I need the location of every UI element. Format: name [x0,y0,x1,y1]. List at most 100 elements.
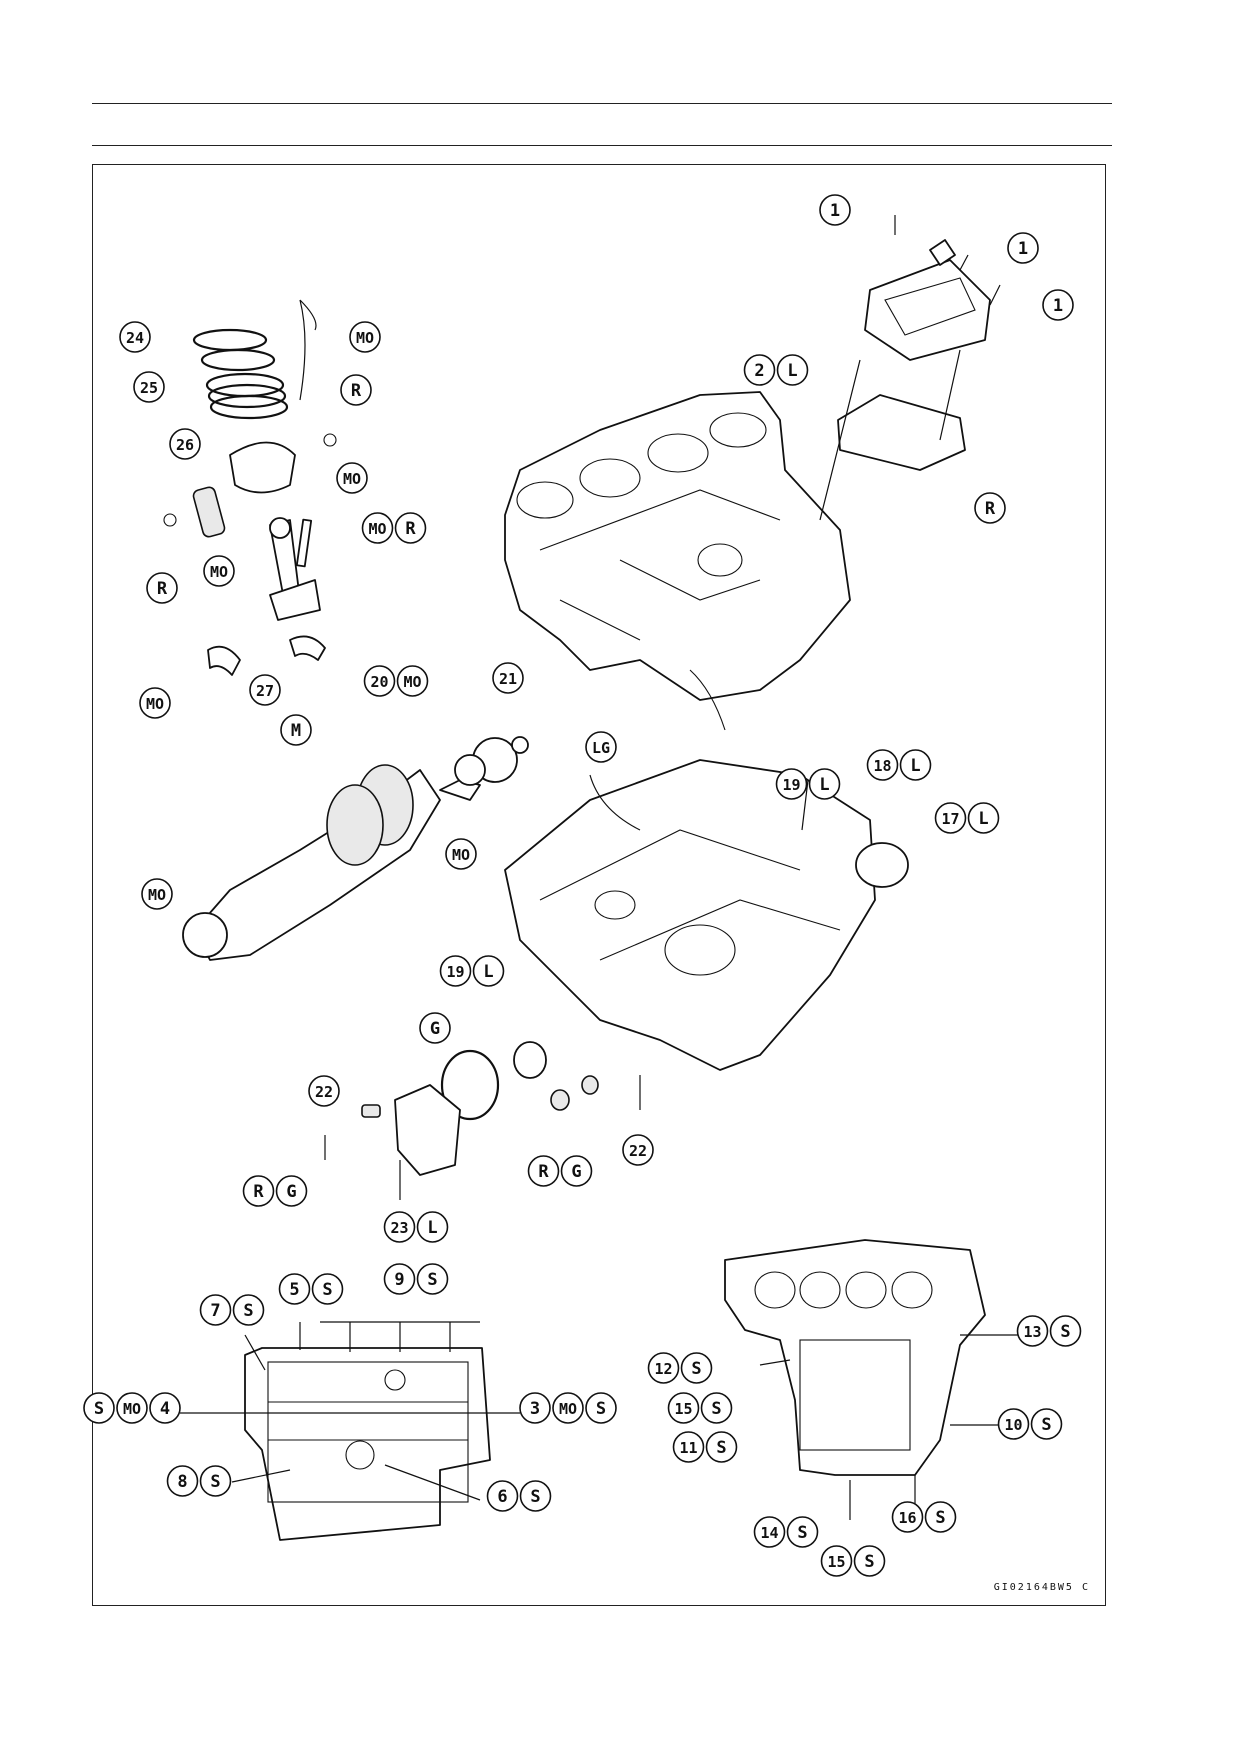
callout-label: M [291,721,301,741]
callout-circle [1042,289,1074,321]
callout-circle [232,1294,265,1326]
callout-circle [416,1211,449,1243]
callout-c15a: 15 S [667,1392,733,1424]
callout-circle [361,512,394,544]
callout-label: S [596,1399,606,1419]
callout-circle [552,1392,584,1424]
callout-label: 1 [1053,296,1063,316]
callout-circle [527,1155,560,1187]
callout-label: 3 [530,1399,540,1419]
callout-circle [242,1175,275,1207]
callout-circle [680,1352,713,1384]
callout-label: S [427,1270,437,1290]
callout-circle [924,1501,957,1533]
callout-circle [776,354,809,386]
crankcase-side-view [724,1239,1030,1520]
callout-label: 4 [160,1399,170,1419]
callout-circle [308,1075,340,1107]
callout-label: G [430,1019,440,1039]
callout-label: 7 [210,1301,220,1321]
callout-label: G [571,1162,581,1182]
callout-circle [83,1392,115,1424]
callout-label: G [286,1182,296,1202]
piston-assembly [163,299,337,676]
callout-label: MO [403,673,421,691]
callout-label: 6 [497,1487,507,1507]
callout-circle [141,878,173,910]
callout-circle [439,955,472,987]
callout-label: 18 [873,757,891,775]
callout-circle [967,802,1000,834]
callout-cMOrings: MO [349,321,381,353]
callout-label: 1 [830,201,840,221]
callout-circle [585,1392,617,1424]
callout-label: S [711,1399,721,1419]
callout-circle [853,1545,886,1577]
callout-label: 15 [674,1400,692,1418]
callout-circle [647,1352,680,1384]
callout-circle [486,1480,519,1512]
callout-circle [116,1392,148,1424]
callout-circle [146,572,178,604]
callout-circle [820,1545,853,1577]
callout-label: MO [148,886,166,904]
callout-circle [1016,1315,1049,1347]
callout-circle [396,665,429,697]
callout-label: R [351,381,362,401]
callout-label: MO [356,329,374,347]
callout-circle [199,1465,232,1497]
callout-circle [667,1392,700,1424]
callout-cRclip2: R [146,572,178,604]
callout-circle [1007,232,1039,264]
figure-code: GI02164BW5 C [994,1582,1090,1593]
callout-circle [280,714,312,746]
callout-c1b: 1 [1007,232,1039,264]
callout-circle [169,428,201,460]
callout-circle [419,1012,451,1044]
callout-cM: M [280,714,312,746]
callout-circle [383,1211,416,1243]
callout-label: S [243,1301,253,1321]
callout-circle [786,1516,819,1548]
callout-circle [775,768,808,800]
callout-label: L [819,775,829,795]
callout-label: 27 [256,682,274,700]
callout-label: MO [343,470,361,488]
callout-label: 14 [760,1524,778,1542]
callout-label: 26 [176,436,194,454]
callout-circle [934,802,967,834]
callout-circle [278,1273,311,1305]
callout-circle [974,492,1006,524]
callout-label: 1 [1018,239,1028,259]
callout-label: R [405,519,416,539]
callout-label: L [427,1218,437,1238]
callout-cMOcrank2: MO [141,878,173,910]
callout-circle [363,665,396,697]
callout-circle [139,687,171,719]
callout-circle [249,674,281,706]
callout-label: S [1041,1415,1051,1435]
callout-cLG: LG [585,731,617,763]
callout-label: S [864,1552,874,1572]
callout-label: 10 [1004,1416,1022,1434]
upper-crankcase [504,391,851,731]
header-rule-bottom [92,145,1112,146]
callout-label: 11 [679,1439,697,1457]
callout-circle [743,354,776,386]
callout-label: S [94,1399,104,1419]
callout-cMObear: MO [139,687,171,719]
callout-cMOpiston: MO [336,462,368,494]
callout-circle [519,1392,551,1424]
callout-label: MO [452,846,470,864]
callout-c22b: 22 [622,1134,654,1166]
callout-label: 23 [390,1219,408,1237]
callout-label: L [910,756,920,776]
callout-circle [705,1431,738,1463]
callout-label: 20 [370,673,388,691]
